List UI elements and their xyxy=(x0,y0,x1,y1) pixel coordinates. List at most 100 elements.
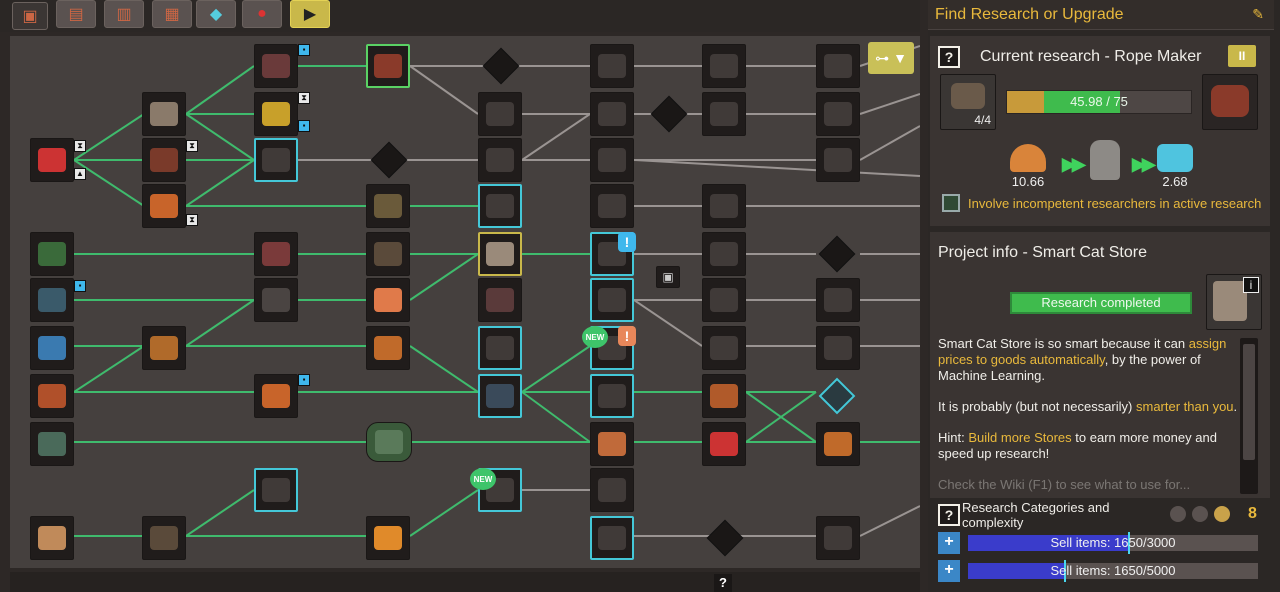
dark-machine-icon xyxy=(598,54,626,78)
sell-items-fill xyxy=(968,563,1064,579)
expand-category-button[interactable]: + xyxy=(938,532,960,554)
involve-label[interactable]: Involve incompetent researchers in activ… xyxy=(968,196,1262,211)
research-node[interactable] xyxy=(142,138,186,182)
help-icon[interactable]: ? xyxy=(714,574,732,592)
category-tab-box[interactable]: ▥ xyxy=(104,0,144,28)
research-node[interactable] xyxy=(702,422,746,466)
research-node-available[interactable] xyxy=(590,374,634,418)
input-basket: 2.68 xyxy=(1154,144,1196,189)
research-node-available[interactable] xyxy=(478,374,522,418)
find-research-field[interactable]: Find Research or Upgrade ✎ xyxy=(928,0,1274,30)
research-node[interactable] xyxy=(254,278,298,322)
research-node[interactable] xyxy=(702,184,746,228)
desc-text: to earn more money and speed up research… xyxy=(938,430,1217,461)
categories-help-button[interactable]: ? xyxy=(938,504,960,526)
research-node[interactable] xyxy=(30,516,74,560)
research-node-active[interactable] xyxy=(366,44,410,88)
research-node-available[interactable] xyxy=(254,138,298,182)
research-node[interactable] xyxy=(590,422,634,466)
research-node[interactable] xyxy=(366,184,410,228)
research-node[interactable] xyxy=(478,138,522,182)
research-node[interactable] xyxy=(702,326,746,370)
category-tab-drone[interactable]: ▦ xyxy=(152,0,192,28)
cube-stack-icon xyxy=(1214,506,1230,522)
research-node[interactable] xyxy=(254,232,298,276)
category-tab-presentation[interactable]: ▶ xyxy=(290,0,330,28)
research-node[interactable] xyxy=(816,326,860,370)
research-node[interactable] xyxy=(702,44,746,88)
research-node[interactable] xyxy=(30,422,74,466)
research-node[interactable] xyxy=(30,374,74,418)
category-tab-vehicle[interactable]: ● xyxy=(242,0,282,28)
info-icon[interactable]: i xyxy=(1243,277,1259,293)
research-node[interactable] xyxy=(142,184,186,228)
research-node[interactable]: ▣ xyxy=(656,266,680,288)
research-node[interactable] xyxy=(816,44,860,88)
crusher-icon xyxy=(150,194,178,218)
research-node[interactable] xyxy=(590,468,634,512)
dark-machine-icon xyxy=(486,194,514,218)
research-node-available[interactable] xyxy=(590,278,634,322)
research-node[interactable] xyxy=(30,326,74,370)
research-node[interactable] xyxy=(590,92,634,136)
input-researcher xyxy=(1082,140,1128,182)
research-node[interactable] xyxy=(590,184,634,228)
research-node[interactable] xyxy=(366,326,410,370)
category-tab-toolbox[interactable]: ▤ xyxy=(56,0,96,28)
research-tree[interactable]: ⧗ ▲ ⧗ ⧗ ▪ ⧗ ▪ ▪ ▪ xyxy=(10,36,920,568)
scrollbar-thumb[interactable] xyxy=(1243,344,1255,460)
research-node[interactable] xyxy=(590,138,634,182)
progress-text: 45.98 / 75 xyxy=(1070,94,1128,109)
research-node[interactable] xyxy=(816,278,860,322)
research-node-available[interactable] xyxy=(478,326,522,370)
research-node[interactable] xyxy=(702,278,746,322)
crane-icon xyxy=(710,384,738,408)
research-node[interactable] xyxy=(254,44,298,88)
help-button[interactable]: ? xyxy=(938,46,960,68)
dark-machine-icon xyxy=(598,194,626,218)
desc-highlight: assign prices to goods automatically xyxy=(938,336,1227,367)
category-tab-arena[interactable]: ◆ xyxy=(196,0,236,28)
research-node-available[interactable] xyxy=(590,516,634,560)
dark-machine-icon xyxy=(824,526,852,550)
description-scrollbar[interactable] xyxy=(1240,338,1258,494)
research-node[interactable] xyxy=(30,232,74,276)
research-node[interactable] xyxy=(816,422,860,466)
research-node[interactable] xyxy=(142,516,186,560)
tree-view-toggle[interactable]: ⊶▼ xyxy=(868,42,914,74)
research-node-available[interactable] xyxy=(254,468,298,512)
research-node[interactable] xyxy=(366,516,410,560)
research-node[interactable] xyxy=(478,278,522,322)
research-node[interactable] xyxy=(142,92,186,136)
research-node[interactable] xyxy=(366,278,410,322)
research-node[interactable] xyxy=(30,278,74,322)
research-node[interactable] xyxy=(702,232,746,276)
research-node-available[interactable] xyxy=(478,468,522,512)
dark-machine-icon xyxy=(598,478,626,502)
press-icon xyxy=(262,54,290,78)
research-node[interactable] xyxy=(702,374,746,418)
smart-cat-store-node[interactable] xyxy=(478,232,522,276)
research-node[interactable] xyxy=(702,92,746,136)
involve-checkbox[interactable] xyxy=(942,194,960,212)
research-node[interactable] xyxy=(142,326,186,370)
research-node[interactable] xyxy=(254,92,298,136)
research-node-available[interactable] xyxy=(478,184,522,228)
expand-category-button[interactable]: + xyxy=(938,560,960,582)
research-node[interactable] xyxy=(478,92,522,136)
research-node[interactable] xyxy=(254,374,298,418)
research-node[interactable] xyxy=(816,516,860,560)
research-node[interactable] xyxy=(366,422,412,462)
scrap-icon xyxy=(150,526,178,550)
dark-machine-icon xyxy=(486,336,514,360)
category-tab-robots[interactable]: ▣ xyxy=(12,2,48,30)
research-node[interactable] xyxy=(816,92,860,136)
research-node[interactable] xyxy=(816,138,860,182)
robot-icon xyxy=(150,102,178,126)
research-node[interactable] xyxy=(30,138,74,182)
sell-items-marker xyxy=(1063,560,1066,582)
research-node[interactable] xyxy=(366,232,410,276)
research-node[interactable] xyxy=(590,44,634,88)
pause-button[interactable]: II xyxy=(1228,45,1256,67)
cannon-icon xyxy=(710,432,738,456)
